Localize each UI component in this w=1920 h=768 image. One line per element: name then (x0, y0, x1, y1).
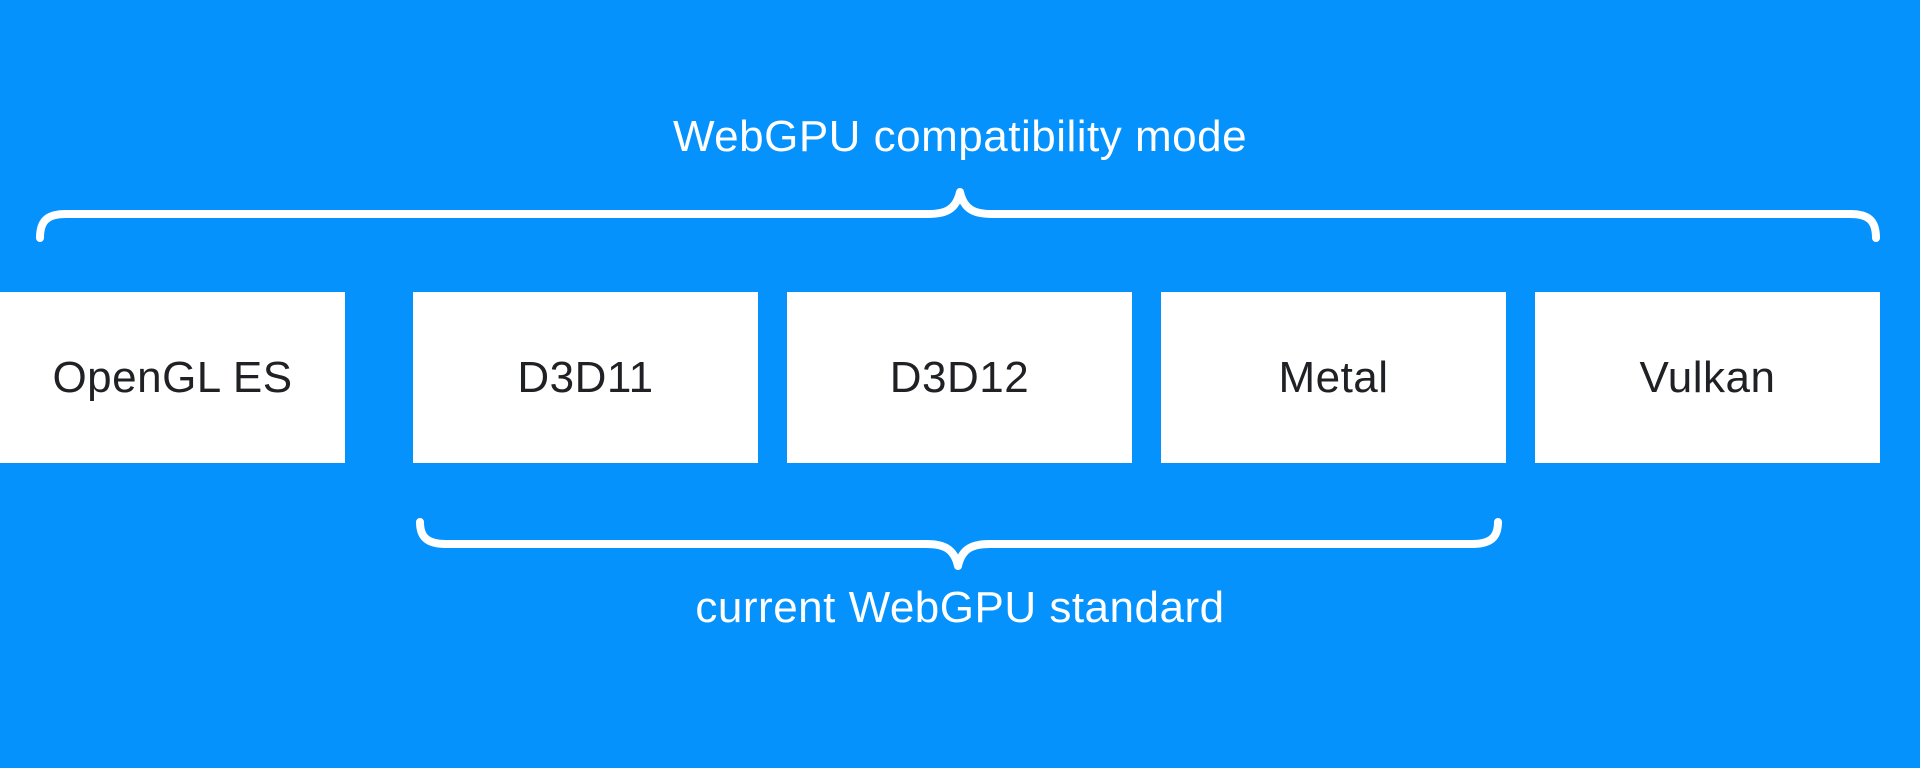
api-box-label: Metal (1278, 352, 1389, 402)
api-box-label: OpenGL ES (52, 352, 293, 402)
bottom-brace (416, 518, 1502, 570)
api-box-d3d11: D3D11 (413, 292, 758, 463)
api-box-label: D3D11 (517, 352, 654, 402)
top-brace-label: WebGPU compatibility mode (672, 112, 1248, 161)
top-brace (36, 188, 1880, 242)
api-box-label: D3D12 (889, 352, 1030, 402)
api-box-d3d12: D3D12 (787, 292, 1132, 463)
api-box-metal: Metal (1161, 292, 1506, 463)
api-box-label: Vulkan (1639, 352, 1776, 402)
api-box-opengl-es: OpenGL ES (0, 292, 345, 463)
api-box-vulkan: Vulkan (1535, 292, 1880, 463)
bottom-brace-label: current WebGPU standard (695, 583, 1225, 632)
